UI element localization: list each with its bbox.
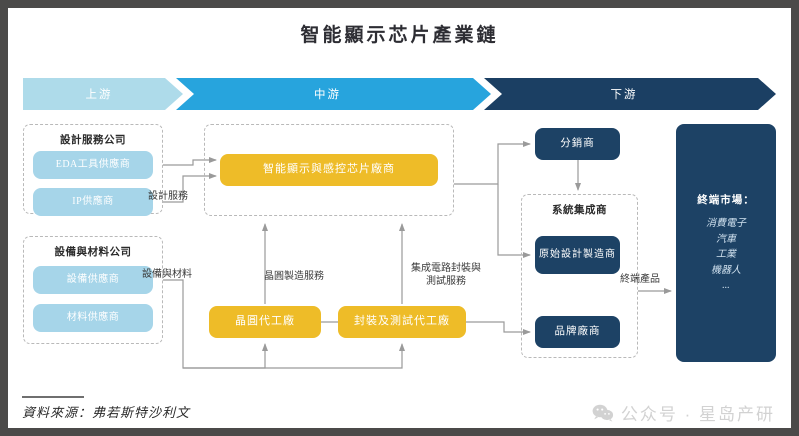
watermark-text: 公众号 · 星岛产研 — [620, 405, 775, 424]
band-downstream-label: 下游 — [610, 89, 638, 101]
group-chip-vendor — [204, 124, 454, 216]
band-upstream-label: 上游 — [85, 89, 113, 101]
node-equipment-supplier[interactable]: 設備供應商 — [33, 266, 153, 294]
band-midstream-label: 中游 — [314, 89, 341, 101]
diagram-page: 智能顯示芯片產業鏈 上游 中游 下游 — [8, 8, 791, 428]
edge-label-wafer-service: 晶圓製造服務 — [264, 271, 324, 282]
node-material-supplier[interactable]: 材料供應商 — [33, 304, 153, 332]
node-package-test-foundry[interactable]: 封裝及測試代工廠 — [338, 306, 466, 338]
node-odm-line1: 原始設計 — [539, 248, 583, 260]
node-odm[interactable]: 原始設計 製造商 — [535, 236, 620, 274]
band-upstream: 上游 — [23, 78, 183, 110]
source-note: 資料來源：弗若斯特沙利文 — [22, 405, 191, 420]
connector-layer — [163, 141, 672, 369]
footer-divider — [22, 396, 84, 398]
node-odm-line2: 製造商 — [583, 248, 616, 260]
end-market-item: 汽車 — [716, 233, 736, 245]
edge-label-package-line1: 集成電路封裝與 — [411, 263, 481, 274]
page-title: 智能顯示芯片產業鏈 — [300, 25, 499, 46]
edge-label-equipment-material: 設備與材料 — [142, 269, 192, 280]
node-chip-vendor[interactable]: 智能顯示與感控芯片廠商 — [220, 154, 438, 186]
edge-label-end-product: 終端產品 — [620, 274, 660, 285]
node-brand-vendor[interactable]: 品牌廠商 — [535, 316, 620, 348]
end-market-item: 消費電子 — [706, 218, 746, 230]
watermark: 公众号 · 星岛产研 — [592, 400, 775, 425]
node-eda-tool-supplier[interactable]: EDA工具供應商 — [33, 151, 153, 179]
group-design-service-title: 設計服務公司 — [60, 135, 126, 146]
end-market-item: 機器人 — [711, 264, 741, 276]
node-ip-supplier[interactable]: IP供應商 — [33, 188, 153, 216]
group-equipment-material-title: 設備與材料公司 — [54, 247, 132, 258]
panel-end-market: 終端市場： 消費電子 汽車 工業 機器人 ... — [676, 124, 776, 362]
edge-label-design-service: 設計服務 — [148, 191, 188, 202]
group-system-integrator-title: 系統集成商 — [552, 205, 607, 216]
band-downstream: 下游 — [484, 78, 776, 110]
node-distributor[interactable]: 分銷商 — [535, 128, 620, 160]
wechat-icon — [592, 404, 614, 422]
end-market-item: ... — [722, 280, 730, 292]
band-midstream: 中游 — [176, 78, 491, 110]
group-system-integrator: 系統集成商 — [521, 194, 638, 358]
node-wafer-foundry[interactable]: 晶圓代工廠 — [209, 306, 321, 338]
edge-label-package-test-service: 集成電路封裝與 測試服務 — [400, 262, 492, 288]
end-market-item: 工業 — [716, 249, 736, 261]
end-market-title: 終端市場： — [697, 195, 755, 207]
edge-label-package-line2: 測試服務 — [426, 276, 466, 287]
group-equipment-material: 設備與材料公司 — [23, 236, 163, 344]
